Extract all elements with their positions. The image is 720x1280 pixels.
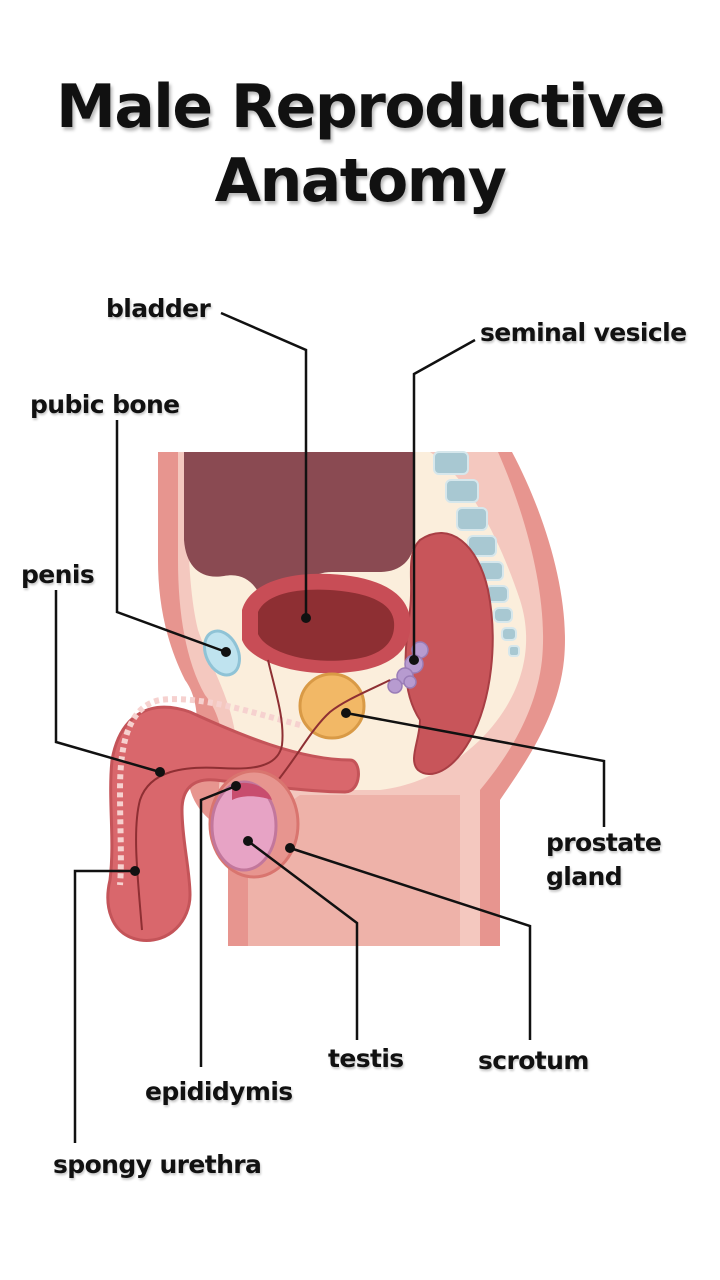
diagram-title: Male Reproductive Anatomy: [0, 70, 720, 218]
leader-bladder: [220, 311, 308, 618]
label-spongy-urethra: spongy urethra: [53, 1150, 262, 1179]
label-pubic-bone: pubic bone: [30, 390, 180, 419]
lower-body: [248, 795, 460, 946]
label-bladder: bladder: [106, 294, 211, 323]
intestine: [184, 452, 414, 603]
leader-epididymis: [199, 784, 237, 1067]
penis-sheath: [116, 696, 301, 886]
leader-pubic-bone: [115, 420, 227, 654]
leader-scrotum: [289, 846, 532, 1040]
label-prostate-line-2: gland: [546, 862, 623, 891]
title-line-2: Anatomy: [214, 146, 507, 216]
label-scrotum: scrotum: [478, 1046, 589, 1075]
vas-deferens: [269, 679, 391, 791]
leader-penis: [54, 590, 161, 774]
leader-testis: [247, 840, 359, 1040]
bladder: [258, 589, 395, 661]
leader-dots: [130, 613, 419, 876]
prostate: [298, 672, 366, 740]
title-line-1: Male Reproductive: [56, 72, 665, 142]
vertebrae: [433, 451, 520, 657]
label-epididymis: epididymis: [145, 1077, 293, 1106]
leader-seminal-vesicle: [412, 338, 476, 660]
leader-prostate: [345, 711, 606, 827]
label-testis: testis: [328, 1044, 404, 1073]
urethra: [135, 659, 284, 931]
label-penis: penis: [21, 560, 95, 589]
leader-spongy-urethra: [73, 869, 135, 1143]
label-prostate-line-1: prostate: [546, 828, 662, 857]
testis: [210, 780, 278, 872]
rectum: [404, 532, 494, 775]
label-seminal-vesicle: seminal vesicle: [480, 318, 687, 347]
label-prostate-gland: prostate gland: [546, 826, 662, 894]
epididymis: [232, 782, 272, 800]
leader-lines: [54, 311, 606, 1143]
